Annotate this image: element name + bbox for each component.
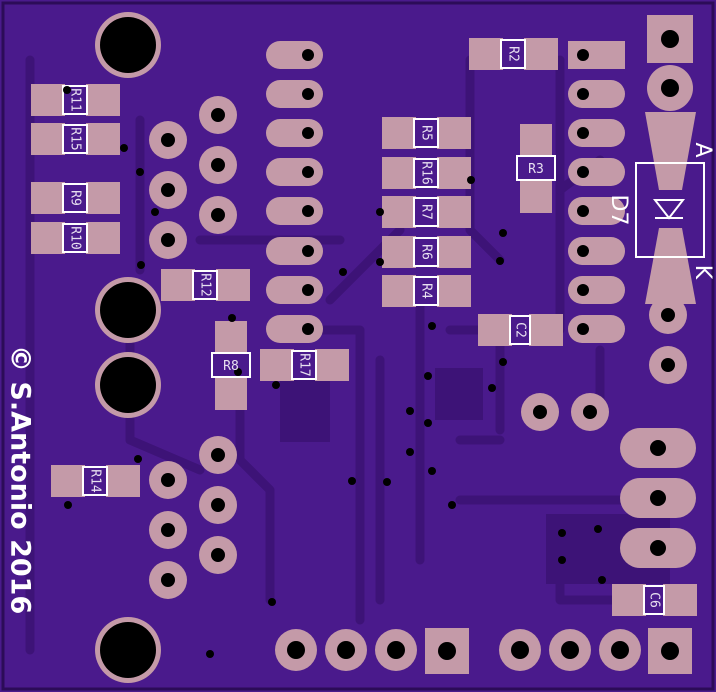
label-r8: R8 [223,359,239,374]
pad-drills [161,30,679,660]
label-r10: R10 [68,226,83,249]
copper-traces [25,55,645,655]
label-r11: R11 [68,88,83,111]
vias [63,86,606,658]
label-r5: R5 [419,125,434,141]
label-c2: C2 [513,322,528,338]
copper-fills [280,368,670,584]
label-r14: R14 [88,469,103,493]
power-connector-pads [620,428,696,568]
mounting-holes [95,12,161,683]
label-d7: D7 [606,195,631,226]
component-labels: R2 R11 R15 R9 R10 R5 R16 R7 R6 R4 R12 R1… [68,46,662,608]
label-r3: R3 [528,162,544,177]
label-r15: R15 [68,127,83,150]
label-r17: R17 [297,353,312,376]
label-r4: R4 [419,283,434,299]
label-anode: A [690,142,715,157]
label-r2: R2 [506,46,521,62]
ic-left-pads [266,41,323,343]
ic-right-pads [568,41,625,343]
label-r9: R9 [68,190,83,206]
label-r12: R12 [198,273,213,296]
diode-labels: D7 A K [606,142,715,279]
silk-frames [62,39,665,615]
smd-pads [31,38,697,616]
label-c6: C6 [647,592,662,608]
label-r7: R7 [419,204,434,220]
label-cathode: K [690,265,715,280]
copyright-text: © S.Antonio 2016 [5,345,36,614]
label-r16: R16 [419,161,434,184]
diode-d7 [635,112,705,304]
label-r6: R6 [419,244,434,260]
